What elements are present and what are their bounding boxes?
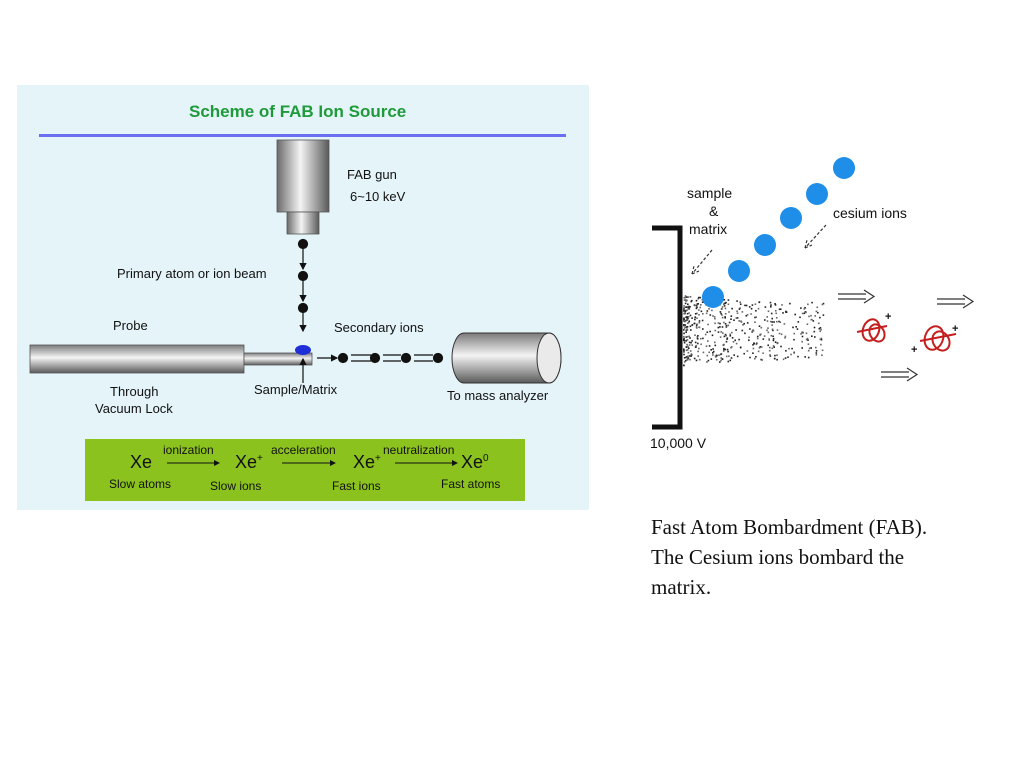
- vacuum-lock-label: Vacuum Lock: [95, 401, 173, 416]
- slow-ions-label: Slow ions: [210, 479, 262, 493]
- fast-ions-label: Fast ions: [332, 479, 381, 493]
- probe-rod: [29, 344, 245, 374]
- fab-gun-body: [276, 139, 330, 213]
- svg-text:+: +: [885, 311, 891, 323]
- fab-gun-nozzle: [286, 211, 320, 235]
- ampersand-label: &: [709, 203, 719, 219]
- svg-text:+: +: [952, 323, 958, 335]
- probe-tip: [243, 352, 313, 366]
- primary-beam-label: Primary atom or ion beam: [117, 266, 267, 281]
- cesium-ion-beam: [702, 157, 855, 308]
- secondary-ion-clusters: [856, 318, 957, 352]
- process-bar: [85, 439, 525, 501]
- secondary-ion-stream: [317, 352, 444, 364]
- figure-caption: Fast Atom Bombardment (FAB). The Cesium …: [651, 512, 1011, 602]
- fab-ion-source-diagram: Scheme of FAB Ion Source FAB gun 6~10 ke…: [17, 85, 589, 510]
- sputtered-matrix-particles: [683, 295, 825, 367]
- fab-gun-label: FAB gun: [347, 167, 397, 182]
- xe-fast-atom: Xe0: [461, 452, 489, 472]
- sample-matrix-label: Sample/Matrix: [254, 382, 338, 397]
- xe-fast-ion: Xe+: [353, 452, 381, 472]
- voltage-label: 10,000 V: [650, 435, 707, 451]
- mass-analyzer-cylinder: [451, 332, 562, 384]
- slow-atoms-label: Slow atoms: [109, 477, 172, 491]
- ionization-label: ionization: [163, 443, 214, 457]
- fab-scheme-graphics: [29, 134, 566, 501]
- through-label: Through: [110, 384, 159, 399]
- matrix-label: matrix: [689, 221, 728, 237]
- neutralization-label: neutralization: [383, 443, 455, 457]
- caption-line-2: The Cesium ions bombard the: [651, 545, 905, 569]
- fast-atoms-label: Fast atoms: [441, 477, 501, 491]
- caption-line-1: Fast Atom Bombardment (FAB).: [651, 515, 928, 539]
- fab-scheme-title: Scheme of FAB Ion Source: [189, 102, 407, 121]
- secondary-ions-label: Secondary ions: [334, 320, 424, 335]
- primary-beam: [297, 238, 309, 333]
- sample-label: sample: [687, 185, 733, 201]
- sample-drop: [295, 345, 311, 355]
- svg-text:+: +: [911, 344, 917, 356]
- probe-label: Probe: [113, 318, 148, 333]
- velocity-arrows: [838, 289, 975, 382]
- title-rule: [39, 134, 566, 137]
- cesium-ions-label: cesium ions: [833, 205, 907, 221]
- label-pointers: [691, 224, 827, 275]
- mass-analyzer-label: To mass analyzer: [447, 388, 549, 403]
- fab-energy-label: 6~10 keV: [350, 189, 406, 204]
- ion-charge-signs: + + +: [885, 311, 958, 356]
- xe-slow-ion: Xe+: [235, 452, 263, 472]
- xe-slow-atom: Xe: [130, 452, 153, 472]
- caption-line-3: matrix.: [651, 575, 712, 599]
- electrode-bracket: [652, 225, 683, 430]
- acceleration-label: acceleration: [271, 443, 336, 457]
